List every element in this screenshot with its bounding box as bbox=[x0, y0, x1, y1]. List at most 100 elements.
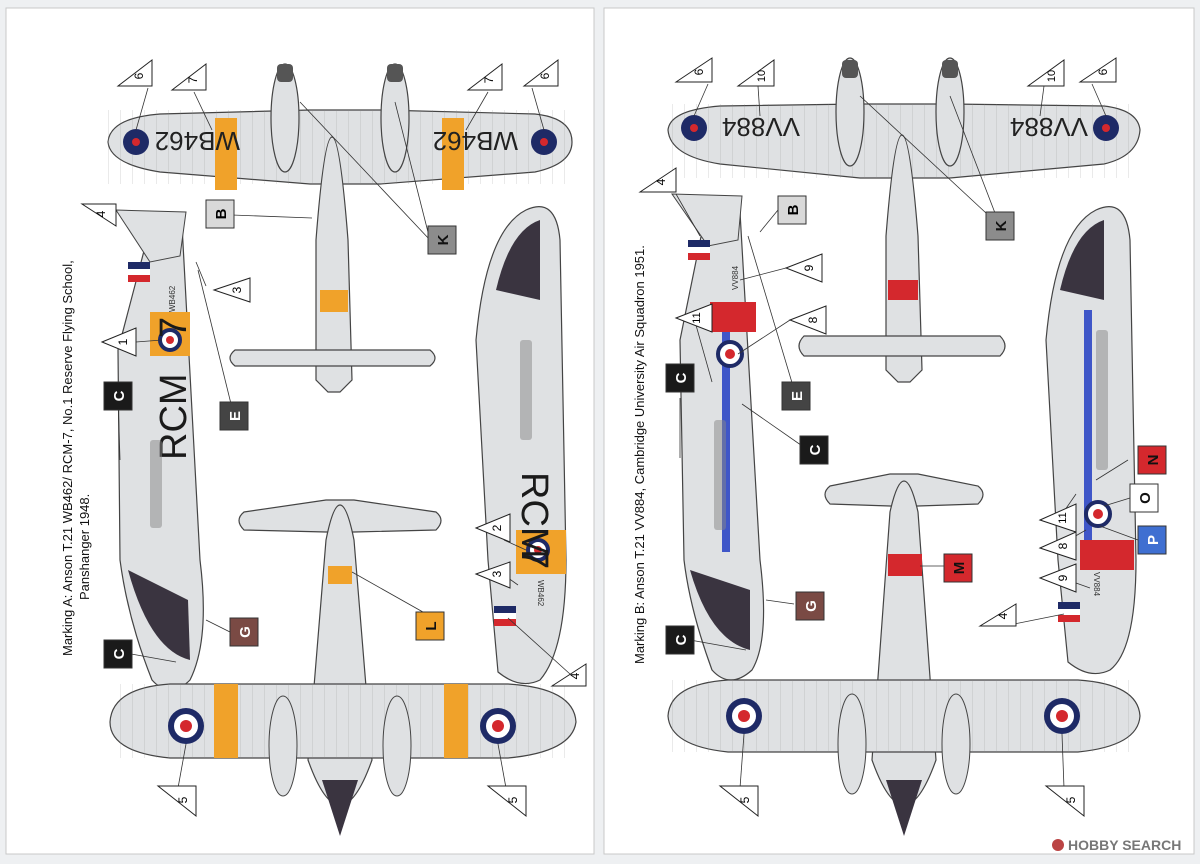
a-side2-windows bbox=[520, 340, 532, 440]
svg-text:3: 3 bbox=[490, 570, 504, 577]
b-bottom-roundel-left bbox=[726, 698, 762, 734]
watermark: HOBBY SEARCH bbox=[1052, 837, 1181, 853]
svg-text:C: C bbox=[111, 648, 128, 659]
svg-text:C: C bbox=[807, 444, 824, 455]
svg-text:10: 10 bbox=[756, 70, 768, 82]
b-callout-10-left: 10 bbox=[736, 59, 775, 87]
b-side2-stripe-blue bbox=[1084, 310, 1092, 540]
svg-text:4: 4 bbox=[996, 612, 1010, 619]
svg-text:11: 11 bbox=[1057, 512, 1069, 523]
b-side2-tail-serial: VV884 bbox=[1092, 572, 1101, 597]
b-color-key-n: N bbox=[1137, 445, 1167, 475]
svg-text:G: G bbox=[237, 626, 254, 638]
a-top-engine-right bbox=[387, 64, 403, 82]
b-bottom-nacelle-right bbox=[941, 693, 971, 795]
b-side2-windows bbox=[1096, 330, 1108, 470]
svg-text:4: 4 bbox=[654, 178, 668, 185]
b-color-key-b: B bbox=[777, 195, 807, 225]
marking-b-caption: Marking B: Anson T.21 VV884, Cambridge U… bbox=[632, 245, 647, 664]
b-callout-11-right: 11 bbox=[1038, 503, 1077, 533]
svg-text:P: P bbox=[1145, 535, 1162, 545]
b-callout-9-left: 9 bbox=[784, 253, 823, 283]
b-bottom-nacelle-left bbox=[837, 693, 867, 795]
a-callout-6-right: 6 bbox=[522, 58, 559, 87]
a-callout-7-left: 7 bbox=[170, 62, 207, 91]
b-callout-8-right: 8 bbox=[1038, 531, 1077, 561]
svg-text:10: 10 bbox=[1046, 70, 1058, 82]
b-side2-fuselage-band-red bbox=[1080, 540, 1134, 570]
svg-text:9: 9 bbox=[802, 264, 816, 271]
a-side-view-right: RCM 7 WB462 bbox=[475, 206, 567, 685]
marking-a-caption: Marking A: Anson T.21 WB462/ RCM-7, No.1… bbox=[60, 260, 75, 656]
a-side-tail-serial: WB462 bbox=[168, 285, 177, 312]
a-callout-3-right: 3 bbox=[474, 561, 511, 589]
svg-text:5: 5 bbox=[738, 796, 752, 803]
a-callout-7-right: 7 bbox=[466, 62, 503, 91]
b-top-roundel-left bbox=[681, 115, 707, 141]
b-wing-serial-left: VV884 bbox=[722, 112, 800, 142]
svg-text:8: 8 bbox=[806, 316, 820, 323]
b-side-roundel bbox=[716, 340, 744, 368]
svg-text:C: C bbox=[111, 390, 128, 401]
svg-text:O: O bbox=[1137, 492, 1154, 504]
svg-text:E: E bbox=[789, 391, 806, 401]
b-bottom-view bbox=[667, 473, 1141, 836]
a-side2-fin-flash bbox=[494, 606, 516, 626]
a-color-key-c-upper: C bbox=[103, 381, 133, 411]
b-top-engine-right bbox=[942, 60, 958, 78]
marking-a-caption-line2: Panshanger 1948. bbox=[77, 494, 92, 600]
svg-text:K: K bbox=[993, 220, 1010, 231]
b-top-nacelle-right bbox=[935, 57, 965, 167]
b-color-key-k: K bbox=[985, 211, 1015, 241]
a-wing-serial-left: WB462 bbox=[155, 126, 240, 156]
a-color-key-k: K bbox=[427, 225, 457, 255]
svg-text:6: 6 bbox=[538, 72, 552, 79]
a-side2-tail-serial: WB462 bbox=[536, 580, 545, 607]
a-top-roundel-left bbox=[123, 129, 149, 155]
a-top-wing-band-left bbox=[215, 118, 237, 190]
b-callout-11-left: 11 bbox=[674, 303, 713, 333]
a-top-wing-band-right bbox=[442, 118, 464, 190]
a-top-engine-left bbox=[277, 64, 293, 82]
a-callout-5-right: 5 bbox=[486, 785, 527, 818]
svg-text:6: 6 bbox=[1096, 68, 1110, 75]
a-bottom-roundel-right bbox=[480, 708, 516, 744]
svg-text:6: 6 bbox=[132, 72, 146, 79]
b-bottom-roundel-right bbox=[1044, 698, 1080, 734]
b-side-view-right: VV884 bbox=[1045, 206, 1137, 675]
b-color-key-o: O bbox=[1129, 483, 1159, 513]
a-side-windows bbox=[150, 440, 162, 528]
a-side2-code-left: RCM bbox=[513, 472, 555, 559]
svg-text:4: 4 bbox=[568, 672, 582, 679]
b-top-nacelle-left bbox=[835, 57, 865, 167]
b-color-key-e: E bbox=[781, 381, 811, 411]
a-side2-code-digit: 7 bbox=[513, 548, 555, 569]
a-top-roundel-right bbox=[531, 129, 557, 155]
svg-text:5: 5 bbox=[176, 796, 190, 803]
a-callout-5-left: 5 bbox=[156, 785, 197, 818]
a-side-code-digit: 7 bbox=[153, 317, 195, 338]
b-side-fin-flash bbox=[688, 240, 710, 260]
svg-text:6: 6 bbox=[692, 68, 706, 75]
a-callout-4-left: 4 bbox=[80, 203, 117, 227]
svg-text:7: 7 bbox=[186, 76, 200, 83]
b-color-key-c-upper: C bbox=[665, 363, 695, 393]
svg-text:9: 9 bbox=[1056, 574, 1070, 581]
b-color-key-m: M bbox=[943, 553, 973, 583]
a-callout-2: 2 bbox=[474, 513, 511, 543]
svg-text:K: K bbox=[435, 234, 452, 245]
a-side-view-left: RCM 7 WB462 bbox=[115, 209, 204, 691]
b-callout-9-right: 9 bbox=[1038, 563, 1077, 593]
b-side2-roundel bbox=[1084, 500, 1112, 528]
b-side-fuselage-band-red bbox=[710, 302, 756, 332]
svg-text:M: M bbox=[951, 562, 968, 575]
a-bottom-wing-band-right bbox=[444, 684, 468, 758]
b-bottom-fuselage-band bbox=[888, 554, 922, 576]
svg-text:11: 11 bbox=[691, 312, 703, 323]
a-bottom-view bbox=[109, 499, 577, 836]
a-bottom-wing-band-left bbox=[214, 684, 238, 758]
a-side2-nose-frame bbox=[496, 220, 540, 300]
b-side2-nose-frame bbox=[1060, 220, 1104, 300]
svg-text:4: 4 bbox=[94, 210, 108, 217]
